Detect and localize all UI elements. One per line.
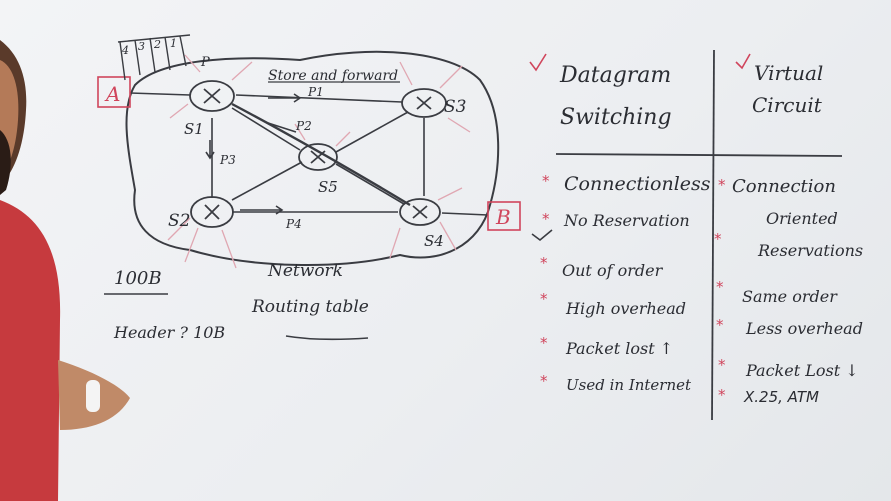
p-top-label: P [200, 55, 210, 70]
s2-label: S2 [168, 211, 190, 231]
switch-s5 [298, 143, 338, 171]
svg-text:*: * [540, 372, 548, 390]
svg-text:*: * [542, 210, 550, 228]
p4-label: P4 [285, 217, 302, 231]
network-boundary [125, 50, 500, 266]
svg-text:*: * [718, 356, 726, 374]
host-a-label: A [104, 82, 120, 106]
vc-item-1: Connection [732, 176, 836, 197]
s1-label: S1 [184, 120, 204, 138]
switch-s4 [399, 198, 441, 226]
packet-stack [117, 34, 191, 81]
vc-item-3: Reservations [757, 241, 863, 260]
packet-digit-2: 2 [153, 38, 161, 51]
vc-item-7: X.25, ATM [743, 388, 819, 406]
tick-marks [529, 53, 751, 242]
table-lines [555, 49, 843, 421]
network-links [211, 94, 425, 213]
svg-text:*: * [718, 176, 726, 194]
vc-item-6: Packet Lost ↓ [745, 361, 859, 380]
packet-digit-3: 3 [138, 40, 145, 53]
host-b-label: B [495, 205, 511, 229]
datagram-title-1: Datagram [559, 63, 671, 88]
network-label: Network [267, 261, 343, 281]
switch-s2 [190, 196, 234, 228]
svg-text:*: * [716, 278, 724, 296]
switch-nodes [189, 80, 447, 228]
svg-text:*: * [716, 316, 724, 334]
table-headers: Datagram Switching Virtual Circuit [559, 61, 823, 130]
switch-s1 [189, 80, 235, 112]
switch-s3 [401, 88, 447, 118]
vc-item-5: Less overhead [745, 319, 863, 338]
host-b-box [487, 201, 521, 231]
flow-arrows [205, 81, 400, 215]
vc-item-4: Same order [742, 287, 838, 306]
vc-item-2: Oriented [766, 209, 838, 228]
s3-label: S3 [444, 97, 466, 117]
host-links [129, 92, 489, 216]
packet-size-note: 100B [114, 268, 162, 289]
datagram-item-6: Used in Internet [566, 376, 692, 394]
host-a-box [97, 76, 131, 108]
svg-text:*: * [714, 230, 722, 248]
p3-label: P3 [219, 153, 236, 167]
s5-label: S5 [318, 178, 338, 196]
size-notes: 100B Header ? 10B [104, 268, 225, 342]
vc-title-2: Circuit [752, 93, 823, 117]
network-labels: 4 3 2 1 A B P Store and forward P1 P2 P3… [104, 37, 511, 317]
s4-label: S4 [424, 232, 444, 250]
vc-column: * Connection Oriented * Reservations * S… [714, 176, 863, 406]
packet-digit-1: 1 [170, 37, 177, 50]
svg-text:*: * [718, 386, 726, 404]
switch-rays [167, 54, 471, 269]
routing-underline [285, 335, 369, 341]
svg-text:*: * [540, 254, 548, 272]
packet-digit-4: 4 [121, 44, 129, 57]
datagram-item-5: Packet lost ↑ [565, 339, 673, 358]
marker-pen [86, 380, 100, 412]
datagram-item-4: High overhead [565, 299, 686, 318]
datagram-item-1: Connectionless [564, 173, 711, 195]
datagram-column: * Connectionless * No Reservation * Out … [540, 172, 711, 394]
datagram-item-3: Out of order [562, 261, 664, 280]
store-forward-label: Store and forward [268, 68, 398, 84]
p2-label: P2 [295, 119, 312, 133]
host-boxes [97, 76, 521, 231]
presenter [0, 40, 130, 501]
svg-text:*: * [540, 334, 548, 352]
datagram-title-2: Switching [560, 105, 672, 130]
header-size-note: Header ? 10B [113, 323, 225, 342]
p1-label: P1 [307, 85, 324, 99]
svg-text:*: * [540, 290, 548, 308]
svg-text:*: * [542, 172, 550, 190]
datagram-item-2: No Reservation [563, 211, 690, 230]
vc-title-1: Virtual [754, 61, 823, 85]
routing-table-label: Routing table [251, 297, 369, 317]
